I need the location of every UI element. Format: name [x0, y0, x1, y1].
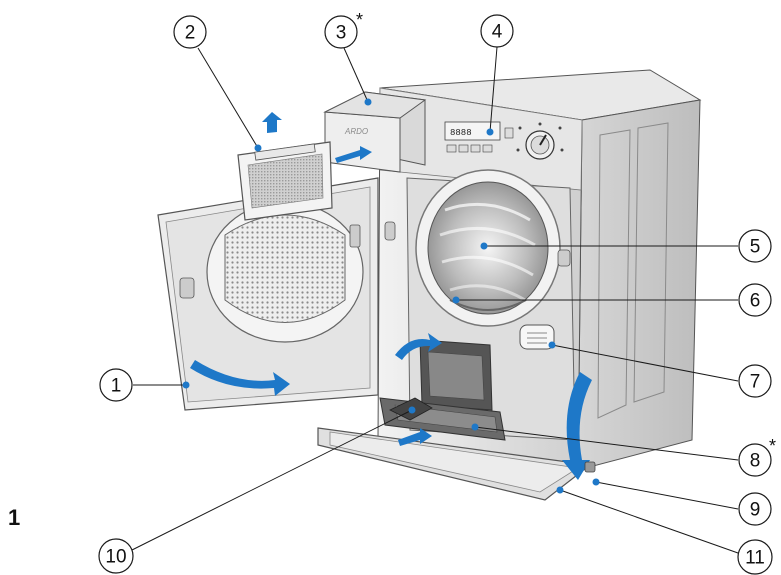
door-grille: [224, 214, 346, 323]
figure-label: 1: [8, 505, 21, 530]
lcd-display: [444, 121, 501, 141]
callout-number: 1: [111, 376, 122, 397]
panel-button[interactable]: [470, 144, 481, 153]
lower-filter-slot: [449, 299, 527, 311]
callout-9: 9: [738, 492, 772, 526]
callout-number: 7: [750, 372, 761, 393]
arrow-icon: [395, 333, 442, 360]
door-catch: [557, 249, 571, 267]
arrow-icon: [398, 428, 432, 446]
arrow-down-icon: [562, 372, 592, 480]
panel-button[interactable]: [446, 144, 457, 153]
callout-3: 3 *: [324, 10, 363, 49]
callout-1: 1: [99, 368, 133, 402]
callout-number: 6: [750, 291, 761, 312]
control-panel: 8888: [444, 121, 564, 160]
callout-number: 3: [336, 23, 347, 44]
lcd-readout: 8888: [450, 128, 472, 138]
callout-number: 4: [492, 22, 503, 43]
callout-number: 8: [750, 451, 761, 472]
panel-button[interactable]: [482, 144, 493, 153]
callout-asterisk: *: [356, 10, 363, 30]
callout-number: 2: [185, 23, 196, 44]
door-latch: [384, 221, 396, 241]
dryer-door[interactable]: [157, 177, 379, 411]
callout-8: 8 *: [738, 436, 776, 477]
callout-asterisk: *: [769, 436, 776, 456]
callout-7: 7: [738, 364, 772, 398]
water-container-drawer[interactable]: ARDO: [323, 91, 427, 173]
leader-lines: [131, 46, 739, 554]
callout-number: 9: [750, 500, 761, 521]
callout-5: 5: [738, 229, 772, 263]
callout-4: 4: [480, 14, 514, 48]
fluff-filter[interactable]: [237, 112, 333, 221]
arrow-up-icon: [262, 112, 282, 133]
callout-number: 5: [750, 237, 761, 258]
callout-number: 11: [745, 548, 765, 569]
program-dial[interactable]: [516, 122, 564, 160]
brand-logo: ARDO: [344, 127, 368, 136]
callout-10: 10: [98, 538, 134, 574]
callout-2: 2: [173, 15, 207, 49]
door-handle[interactable]: [179, 277, 195, 299]
kickplate-flap[interactable]: [317, 372, 592, 501]
arrow-icon: [190, 360, 290, 396]
callout-6: 6: [738, 283, 772, 317]
leader-dots: [182, 98, 600, 494]
start-button[interactable]: [504, 127, 514, 139]
callout-11: 11: [737, 539, 773, 575]
adjustable-foot: [584, 461, 596, 473]
condenser-compartment: [395, 333, 493, 411]
panel-button[interactable]: [458, 144, 469, 153]
drum: [427, 181, 549, 315]
arrow-icon: [335, 146, 372, 163]
callout-number: 10: [105, 547, 126, 568]
